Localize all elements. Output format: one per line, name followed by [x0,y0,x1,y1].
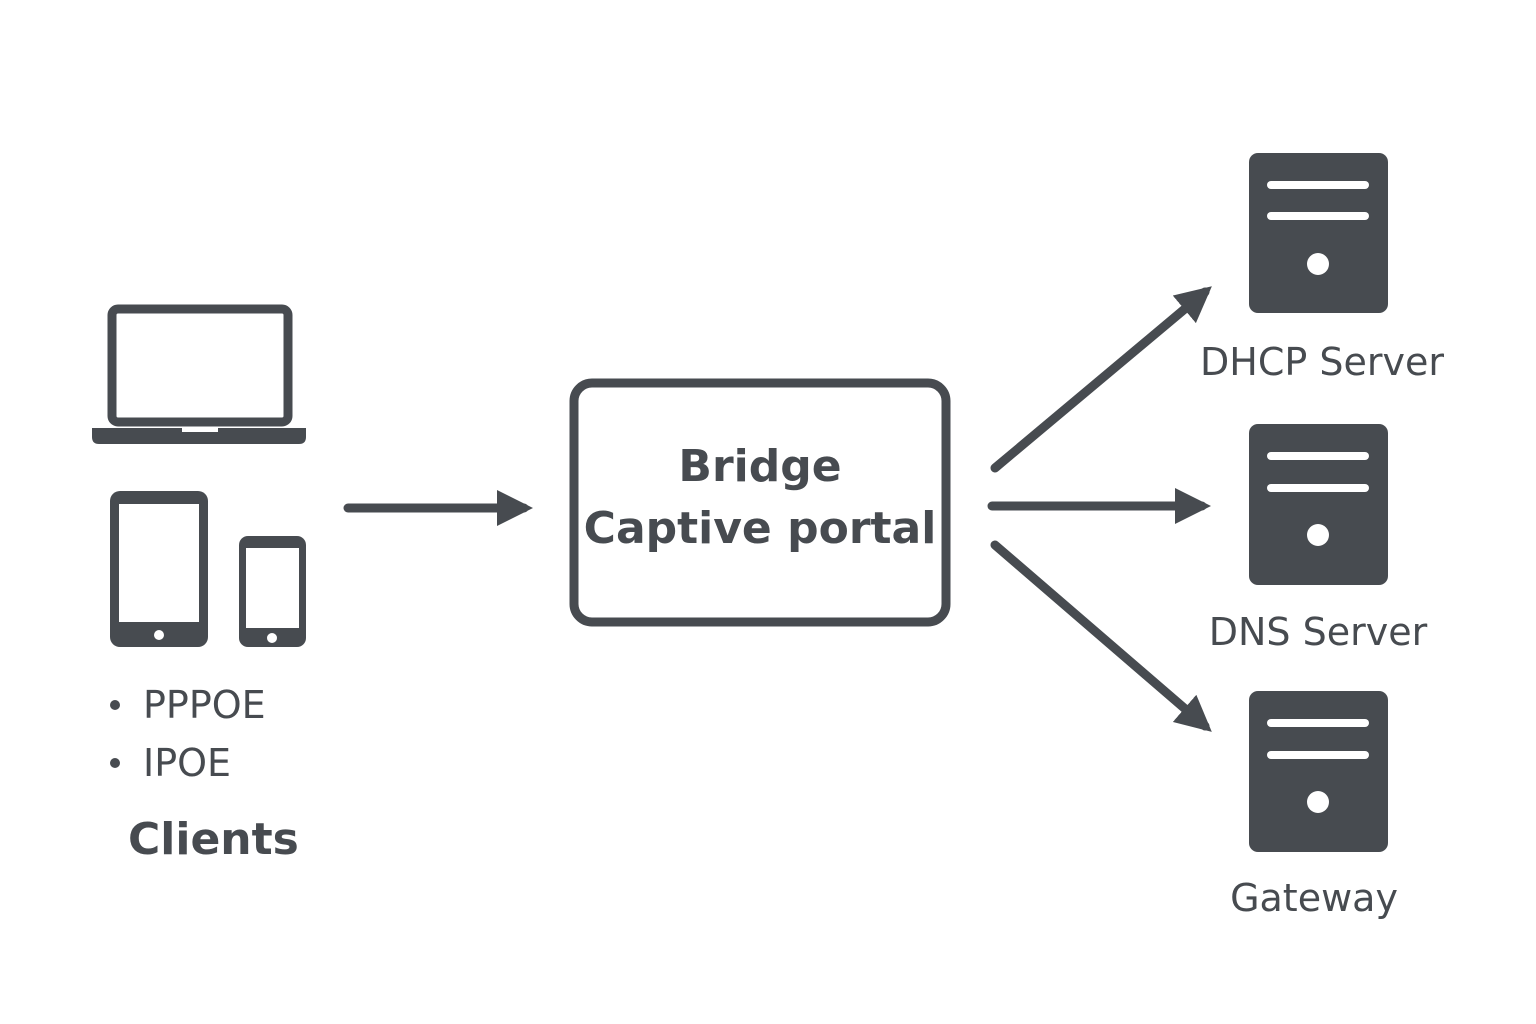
protocol-label: IPOE [143,741,232,785]
bullet-icon [110,758,120,768]
bridge-box [569,378,951,627]
dns-server-label: DNS Server [1208,610,1428,654]
dhcp-server-icon [1249,153,1388,313]
gateway-label: Gateway [1230,876,1398,920]
dhcp-server-label: DHCP Server [1200,340,1444,384]
bridge-title: Bridge [678,441,842,492]
gateway-server-icon [1249,691,1388,852]
dns-server-icon [1249,424,1388,585]
bridge-subtitle: Captive portal [583,503,937,554]
bullet-icon [110,700,120,710]
client-protocol-list: PPPOE IPOE [106,676,266,792]
protocol-item: IPOE [106,734,266,792]
bridge-label: Bridge Captive portal [574,436,946,560]
arrow-bridge-to-gateway [990,540,1212,732]
protocol-label: PPPOE [143,683,266,727]
laptop-icon [92,304,306,444]
phone-icon [239,536,306,647]
clients-label: Clients [128,814,299,865]
tablet-icon [110,491,208,647]
arrow-bridge-to-dhcp [990,286,1212,473]
protocol-item: PPPOE [106,676,266,734]
